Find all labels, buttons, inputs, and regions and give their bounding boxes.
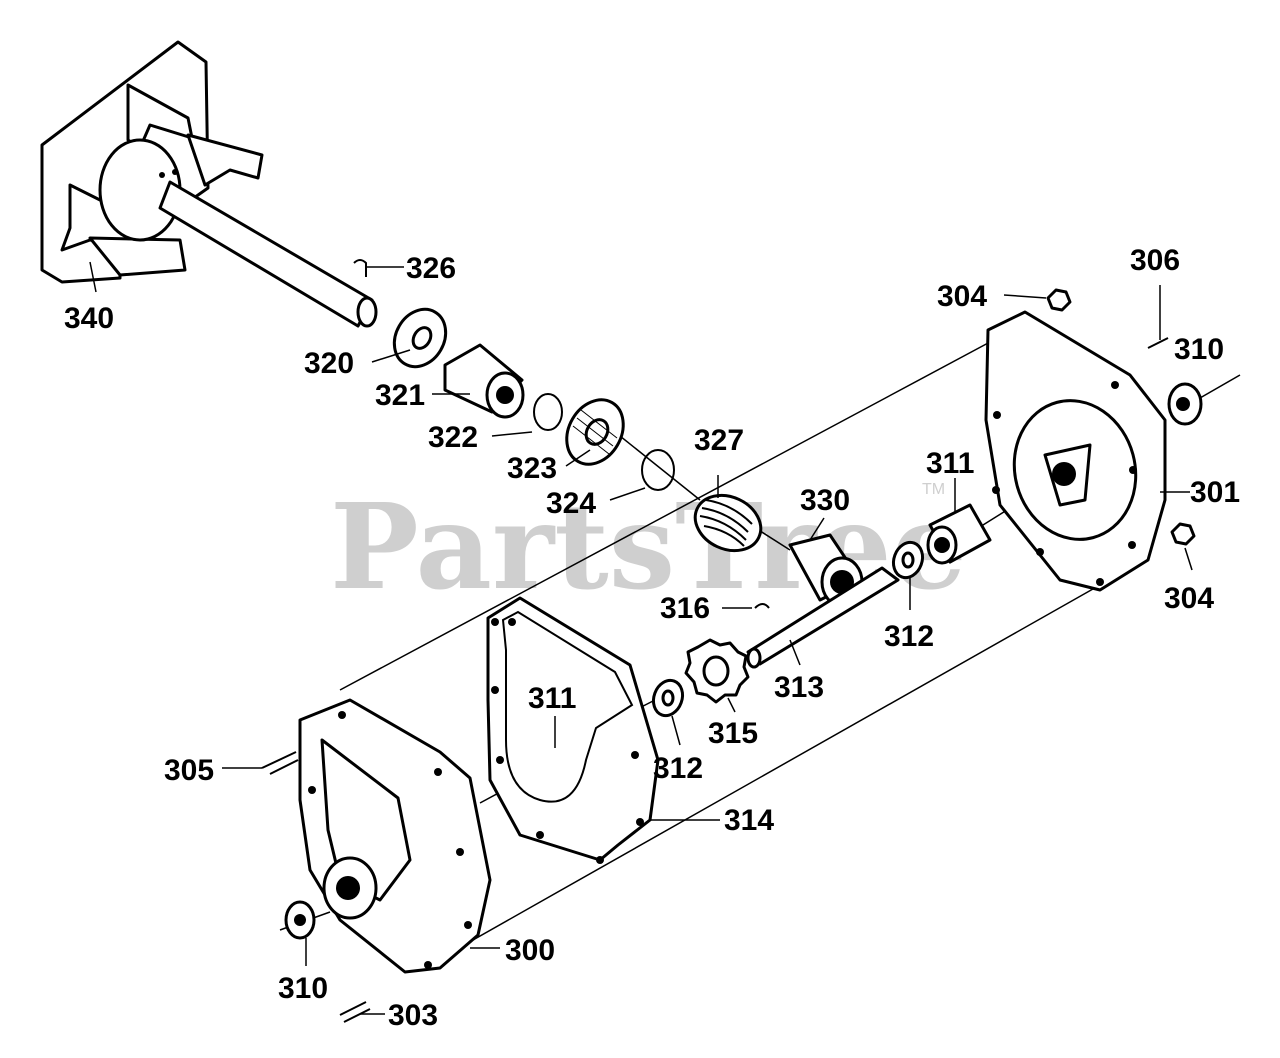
label-315: 315 [708, 717, 758, 750]
label-314: 314 [724, 804, 774, 837]
label-327: 327 [694, 424, 744, 457]
label-301: 301 [1190, 476, 1240, 509]
label-311-right: 311 [926, 447, 974, 480]
part-312-washer-right[interactable] [889, 538, 928, 581]
part-number-labels: 326 340 320 321 322 323 324 327 330 304 … [64, 244, 1240, 1032]
label-320: 320 [304, 347, 354, 380]
part-326-shear-pin[interactable] [353, 259, 404, 277]
label-303: 303 [388, 999, 438, 1032]
part-322-spacer[interactable] [533, 393, 563, 431]
label-312-right: 312 [884, 620, 934, 653]
part-301-gear-case-right[interactable] [984, 310, 1167, 592]
label-305: 305 [164, 754, 214, 787]
part-306-screw[interactable] [1147, 337, 1169, 349]
label-304-bottom: 304 [1164, 582, 1214, 615]
part-300-gear-case-left[interactable] [298, 698, 492, 974]
label-306: 306 [1130, 244, 1180, 277]
part-303-screw[interactable] [339, 1001, 371, 1023]
label-311-left: 311 [528, 682, 576, 715]
label-324: 324 [546, 487, 596, 520]
part-304-nut-top[interactable] [1046, 288, 1072, 312]
part-315-spur-gear[interactable] [684, 638, 750, 704]
label-321: 321 [375, 379, 425, 412]
label-330: 330 [800, 484, 850, 517]
part-321-bearing-housing[interactable] [443, 343, 525, 419]
part-313-shaft[interactable] [746, 566, 900, 669]
part-324-retaining-ring[interactable] [641, 449, 675, 491]
label-310-right: 310 [1174, 333, 1224, 366]
label-322: 322 [428, 421, 478, 454]
part-323-thrust-bearing[interactable] [555, 390, 634, 475]
label-340: 340 [64, 302, 114, 335]
label-313: 313 [774, 671, 824, 704]
part-314-gasket[interactable] [486, 596, 660, 864]
part-327-worm[interactable] [686, 485, 770, 561]
part-310-bushing-left[interactable] [284, 900, 316, 940]
part-311-bushing-right[interactable] [926, 503, 992, 565]
part-310-bushing-right[interactable] [1167, 382, 1203, 426]
watermark-trademark: TM [922, 481, 945, 498]
label-leaders [89, 261, 1193, 1015]
part-312-washer-left[interactable] [649, 676, 688, 719]
label-300: 300 [505, 934, 555, 967]
part-340-impeller-shaft[interactable] [40, 40, 378, 328]
label-326: 326 [406, 252, 456, 285]
label-304-top: 304 [937, 280, 987, 313]
label-323: 323 [507, 452, 557, 485]
label-312-left: 312 [653, 752, 703, 785]
part-316-woodruff-key[interactable] [722, 603, 770, 609]
label-316: 316 [660, 592, 710, 625]
part-304-nut-right[interactable] [1170, 522, 1196, 546]
part-305-screw[interactable] [261, 751, 299, 775]
label-310-left: 310 [278, 972, 328, 1005]
part-320-thrust-washer[interactable] [384, 300, 456, 376]
